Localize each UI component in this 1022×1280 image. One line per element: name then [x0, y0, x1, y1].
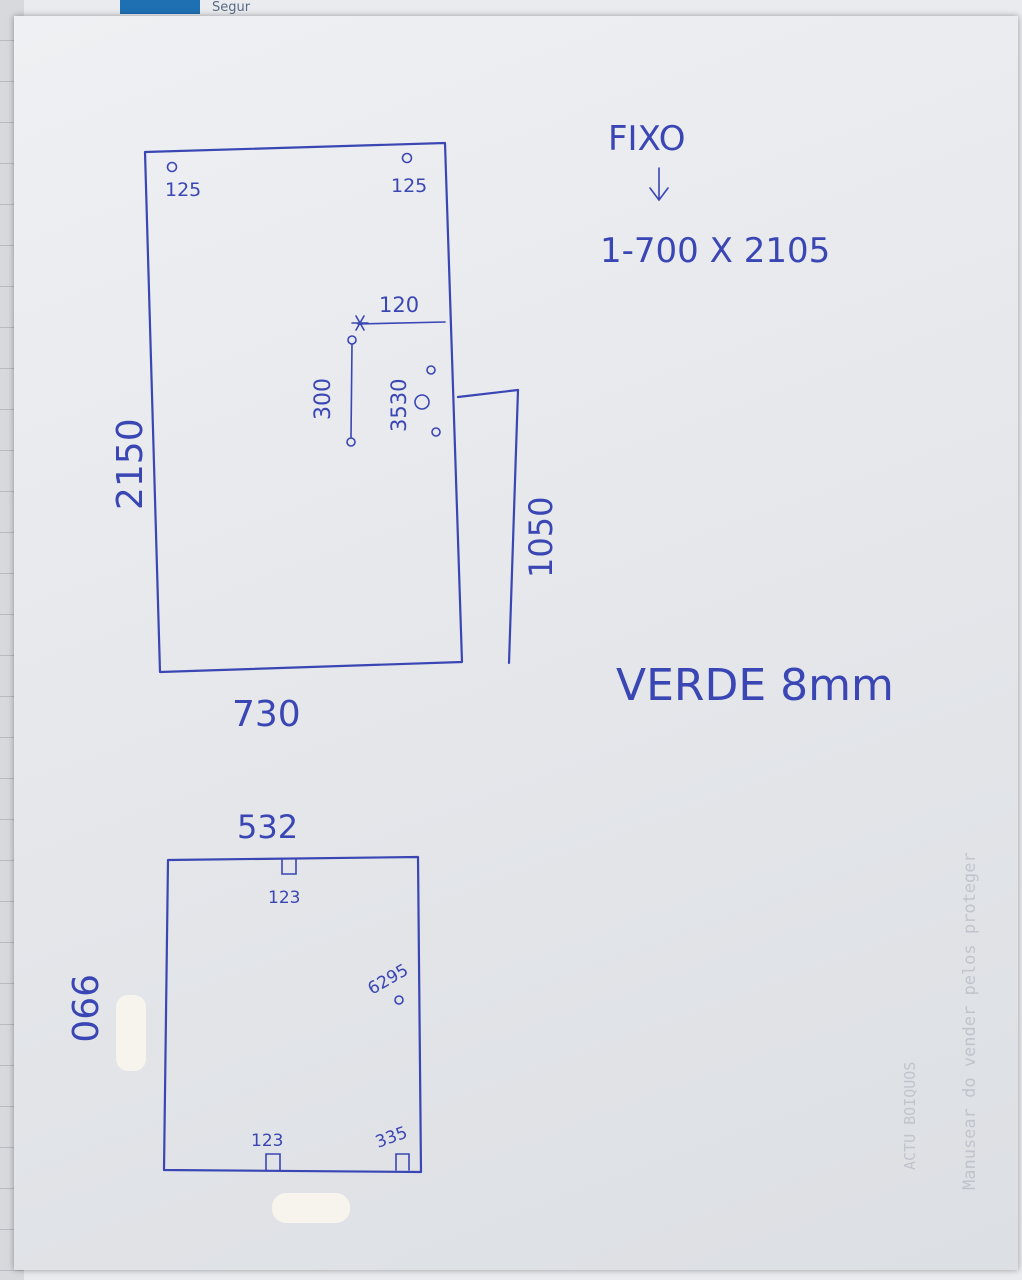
- top-panel-drawing: 125 125 120 300 3530 1050 2150 730: [110, 141, 560, 735]
- bleed-through-line-2: ACTU BOIQUOS: [901, 1062, 919, 1170]
- offset-line: [357, 321, 446, 325]
- group-hole-2: [414, 394, 430, 410]
- hole-label-top-right: 125: [391, 175, 427, 197]
- header-text: Segur: [212, 0, 251, 15]
- top-notch: [281, 858, 297, 875]
- top-notch-label: 123: [268, 888, 300, 908]
- hole-group-label: 3530: [387, 379, 411, 432]
- note-color-thickness: VERDE 8mm: [616, 660, 894, 711]
- side-dimension-tick: [456, 388, 520, 399]
- note-arrow: [649, 167, 669, 202]
- bottom-right-notch-label: 335: [373, 1123, 410, 1153]
- notes: FIXO 1-700 X 2105 VERDE 8mm: [600, 119, 894, 711]
- bottom-height-label: 990: [63, 974, 104, 1043]
- bottom-left-notch-label: 123: [251, 1131, 283, 1151]
- hinge-hole-lower: [346, 437, 356, 447]
- correction-fluid-bottom: [272, 1193, 350, 1223]
- bottom-panel-drawing: 532 123 6295 123 335 990: [63, 808, 423, 1223]
- note-dimensions: 1-700 X 2105: [600, 231, 830, 271]
- group-hole-3: [431, 427, 441, 437]
- bleed-through-line-1: Manusear do vender pelos proteger: [960, 852, 980, 1190]
- brand-logo-mark: [120, 0, 200, 14]
- hole-label-top-left: 125: [165, 179, 201, 201]
- hole-label: 6295: [365, 960, 412, 999]
- bottom-panel-outline: [162, 855, 423, 1174]
- offset-marker: [351, 315, 369, 331]
- bottom-width-label: 532: [237, 808, 298, 846]
- paper-sheet: [14, 16, 1018, 1270]
- correction-fluid-left: [116, 995, 146, 1071]
- panel-hole: [394, 995, 404, 1005]
- group-hole-1: [426, 365, 436, 375]
- note-fixo: FIXO: [608, 119, 685, 159]
- side-dimension-line: [507, 388, 520, 665]
- hole-top-right: [401, 152, 413, 164]
- bottom-left-notch: [265, 1153, 281, 1171]
- hole-spacing-line: [350, 343, 353, 439]
- hole-spacing-label: 300: [311, 378, 336, 420]
- top-panel-outline: [143, 141, 464, 674]
- height-label: 2150: [110, 418, 151, 510]
- bottom-right-notch: [395, 1153, 410, 1171]
- hole-top-left: [166, 161, 178, 173]
- side-dimension-label: 1050: [522, 497, 560, 578]
- offset-label: 120: [379, 293, 419, 317]
- hinge-hole-upper: [347, 335, 357, 345]
- width-label: 730: [232, 694, 301, 735]
